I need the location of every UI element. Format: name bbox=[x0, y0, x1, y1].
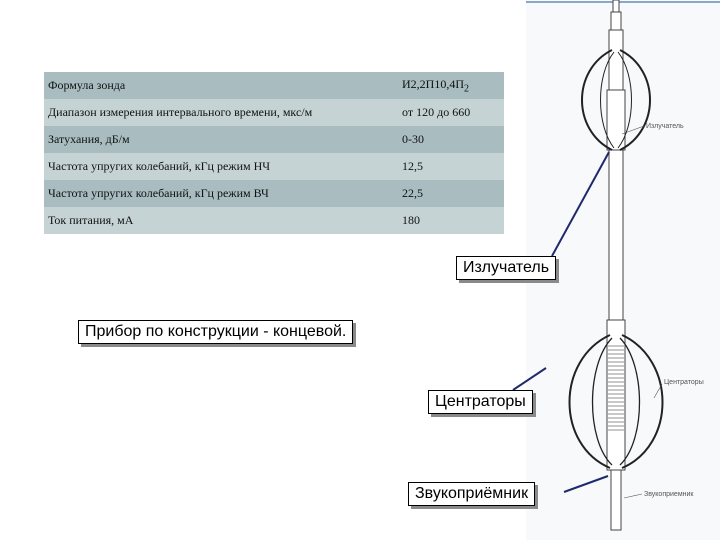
diagram-label-emitter: Излучатель bbox=[646, 123, 684, 130]
param-cell: Ток питания, мА bbox=[44, 207, 398, 234]
table-row: Формула зонда И2,2П10,4П2 bbox=[44, 72, 504, 99]
lower-bow-springs bbox=[568, 334, 664, 469]
param-cell: Затухания, дБ/м bbox=[44, 126, 398, 153]
emitter-callout: Излучатель bbox=[456, 256, 557, 280]
value-cell: от 120 до 660 bbox=[398, 99, 504, 126]
diagram-label-receiver-line bbox=[623, 493, 643, 499]
receiver-callout: Звукоприёмник bbox=[408, 482, 536, 506]
table-row: Диапазон измерения интервального времени… bbox=[44, 99, 504, 126]
value-cell: 22,5 bbox=[398, 180, 504, 207]
table-row: Частота упругих колебаний, кГц режим НЧ … bbox=[44, 153, 504, 180]
value-cell: 12,5 bbox=[398, 153, 504, 180]
param-cell: Формула зонда bbox=[44, 72, 398, 99]
diagram-label-emitter-line bbox=[621, 125, 645, 135]
centralizers-callout: Центраторы bbox=[428, 390, 533, 414]
tool-body bbox=[606, 0, 626, 531]
upper-bow-springs bbox=[581, 49, 651, 151]
param-cell: Частота упругих колебаний, кГц режим ВЧ bbox=[44, 180, 398, 207]
diagram-label-centralizers-line bbox=[653, 383, 663, 399]
diagram-label-receiver: Звукоприемник bbox=[644, 491, 694, 498]
spec-table: Формула зонда И2,2П10,4П2 Диапазон измер… bbox=[44, 72, 504, 234]
table-row: Ток питания, мА 180 bbox=[44, 207, 504, 234]
table-row: Частота упругих колебаний, кГц режим ВЧ … bbox=[44, 180, 504, 207]
value-cell: И2,2П10,4П2 bbox=[398, 72, 504, 99]
value-text: И2,2П10,4П bbox=[402, 76, 464, 91]
diagram-label-centralizers: Центраторы bbox=[664, 379, 704, 386]
value-subscript: 2 bbox=[464, 83, 469, 95]
value-cell: 0-30 bbox=[398, 126, 504, 153]
value-cell: 180 bbox=[398, 207, 504, 234]
tool-coil bbox=[608, 345, 624, 431]
emitter-leader-line bbox=[551, 151, 610, 257]
design-callout: Прибор по конструкции - концевой. bbox=[78, 320, 354, 344]
receiver-leader-line bbox=[563, 475, 609, 493]
table-row: Затухания, дБ/м 0-30 bbox=[44, 126, 504, 153]
param-cell: Диапазон измерения интервального времени… bbox=[44, 99, 398, 126]
centralizers-leader-line bbox=[512, 367, 547, 391]
param-cell: Частота упругих колебаний, кГц режим НЧ bbox=[44, 153, 398, 180]
